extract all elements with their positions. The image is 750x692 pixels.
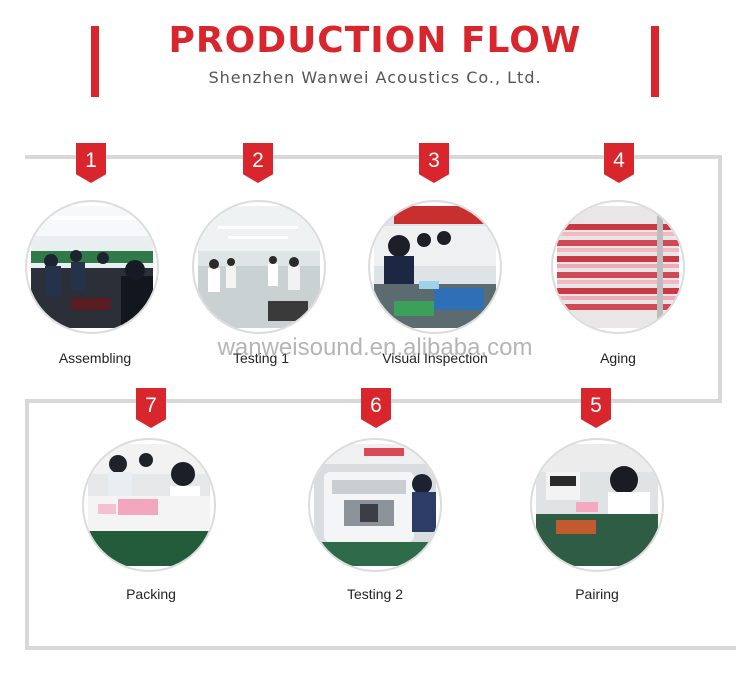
step-2-label: Testing 1 xyxy=(232,350,290,366)
flow-line-top xyxy=(25,155,722,159)
step-7-badge: 7 xyxy=(136,388,166,428)
aging-rack-photo xyxy=(557,206,679,328)
step-1-photo xyxy=(25,200,159,334)
step-5-label: Pairing xyxy=(575,586,619,602)
step-4-photo xyxy=(551,200,685,334)
step-5-photo xyxy=(530,438,664,572)
title-right-bar xyxy=(651,26,659,97)
flow-line-left xyxy=(25,399,29,650)
page-title: PRODUCTION FLOW xyxy=(168,20,582,61)
step-3-badge: 3 xyxy=(419,143,449,183)
step-2-badge: 2 xyxy=(243,143,273,183)
step-5-badge: 5 xyxy=(581,388,611,428)
step-3-label: Visual Inspection xyxy=(382,350,488,366)
packing-photo xyxy=(88,444,210,566)
step-7-photo xyxy=(82,438,216,572)
flow-line-bottom xyxy=(25,646,736,650)
factory-floor-photo xyxy=(198,206,320,328)
step-4-label: Aging xyxy=(600,350,636,366)
assembly-line-photo xyxy=(31,206,153,328)
inspection-photo xyxy=(374,206,496,328)
step-1-badge: 1 xyxy=(76,143,106,183)
page-subtitle: Shenzhen Wanwei Acoustics Co., Ltd. xyxy=(208,68,542,87)
step-1-label: Assembling xyxy=(58,350,132,366)
pairing-photo xyxy=(536,444,658,566)
watermark: wanweisound.en.alibaba.com xyxy=(217,334,533,361)
step-2-photo xyxy=(192,200,326,334)
flow-line-right xyxy=(718,155,722,403)
step-6-badge: 6 xyxy=(361,388,391,428)
title-left-bar xyxy=(91,26,99,97)
step-7-label: Packing xyxy=(126,586,176,602)
testing-machine-photo xyxy=(314,444,436,566)
step-4-badge: 4 xyxy=(604,143,634,183)
step-3-photo xyxy=(368,200,502,334)
step-6-photo xyxy=(308,438,442,572)
step-6-label: Testing 2 xyxy=(346,586,404,602)
